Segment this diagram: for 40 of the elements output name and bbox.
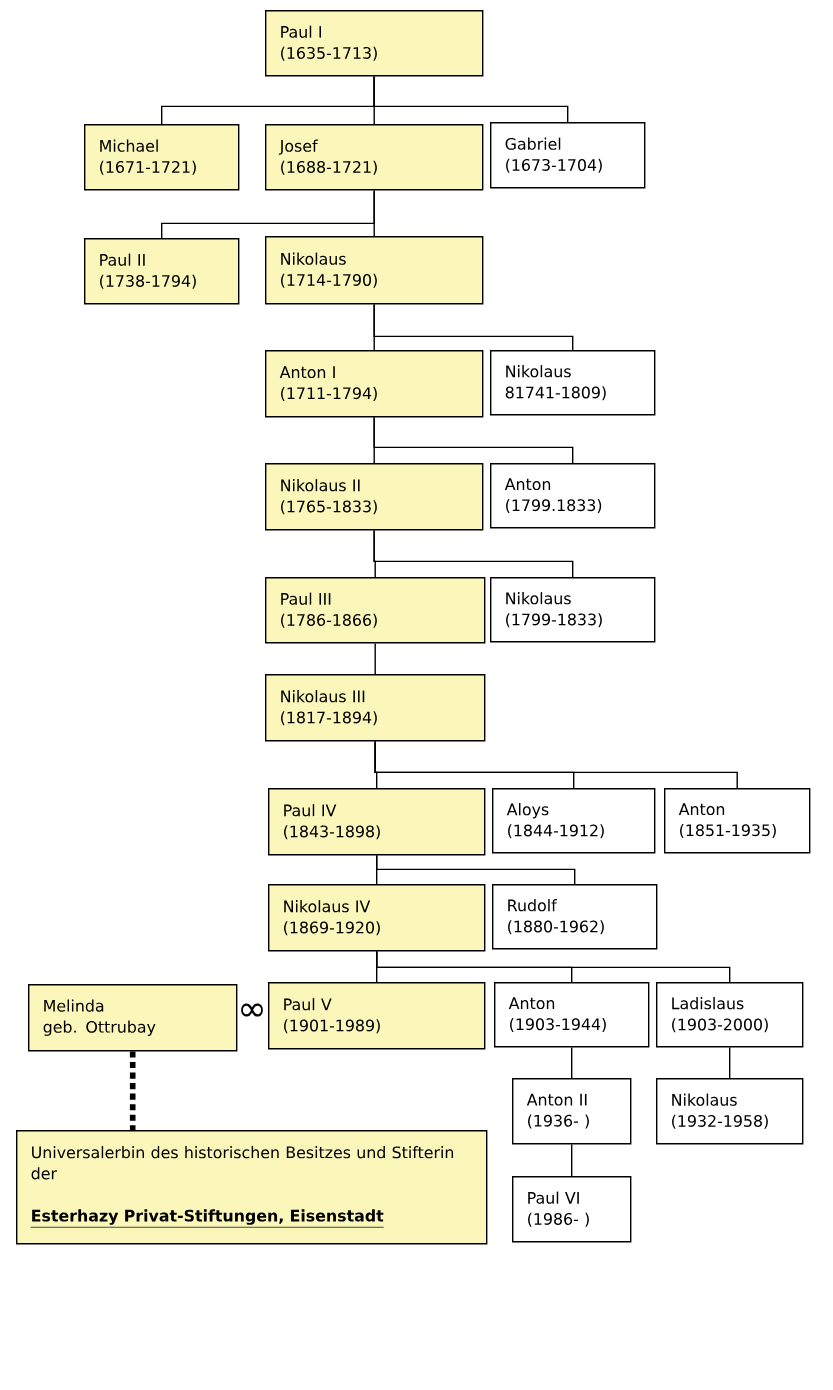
connector-line (571, 1143, 573, 1177)
person-box: Nikolaus 81741-1809) (490, 350, 656, 416)
note-box: Universalerbin des historischen Besitzes und Stifterin der Esterhazy Privat-Stiftungen, Eisenstadt (16, 1130, 488, 1245)
person-box: Nikolaus II (1765-1833) (265, 463, 484, 531)
person-box: Michael (1671-1721) (84, 124, 240, 191)
person-box: Paul VI (1986- ) (512, 1176, 632, 1243)
person-box: Gabriel (1673-1704) (490, 122, 646, 189)
connector-line (374, 740, 738, 789)
connector-line (376, 854, 576, 885)
person-box: Anton (1799.1833) (490, 463, 656, 529)
connector-line (571, 1046, 573, 1079)
connector-line (373, 416, 574, 464)
person-box: Rudolf (1880-1962) (492, 884, 658, 950)
connector-line (373, 303, 574, 351)
person-box: Josef (1688-1721) (265, 124, 484, 191)
person-box: Paul IV (1843-1898) (268, 788, 486, 856)
person-box: Ladislaus (1903-2000) (656, 982, 804, 1048)
person-box: Anton I (1711-1794) (265, 350, 484, 418)
person-box: Paul II (1738-1794) (84, 238, 240, 305)
person-box: Nikolaus (1799-1833) (490, 577, 656, 643)
person-box: Paul V (1901-1989) (268, 982, 486, 1050)
person-box: Aloys (1844-1912) (492, 788, 656, 854)
connector-line (729, 1046, 731, 1079)
person-box: Nikolaus IV (1869-1920) (268, 884, 486, 952)
person-box: Anton (1903-1944) (494, 982, 650, 1048)
person-box: Nikolaus III (1817-1894) (265, 674, 486, 742)
connector-line (374, 642, 376, 675)
connector-line (376, 950, 731, 983)
person-box: Nikolaus (1932-1958) (656, 1078, 804, 1145)
person-box: Paul III (1786-1866) (265, 577, 486, 644)
connector-line (129, 1051, 136, 1130)
person-box: Anton (1851-1935) (664, 788, 811, 854)
person-box: Nikolaus (1714-1790) (265, 236, 484, 305)
connector-line (373, 75, 569, 123)
person-box: Paul I (1635-1713) (265, 10, 484, 77)
person-box: Melinda geb. Ottrubay (28, 984, 238, 1052)
connector-line (373, 189, 375, 237)
connector-line (373, 529, 574, 578)
marriage-symbol: ∞ (241, 1003, 263, 1017)
person-box: Anton II (1936- ) (512, 1078, 632, 1145)
